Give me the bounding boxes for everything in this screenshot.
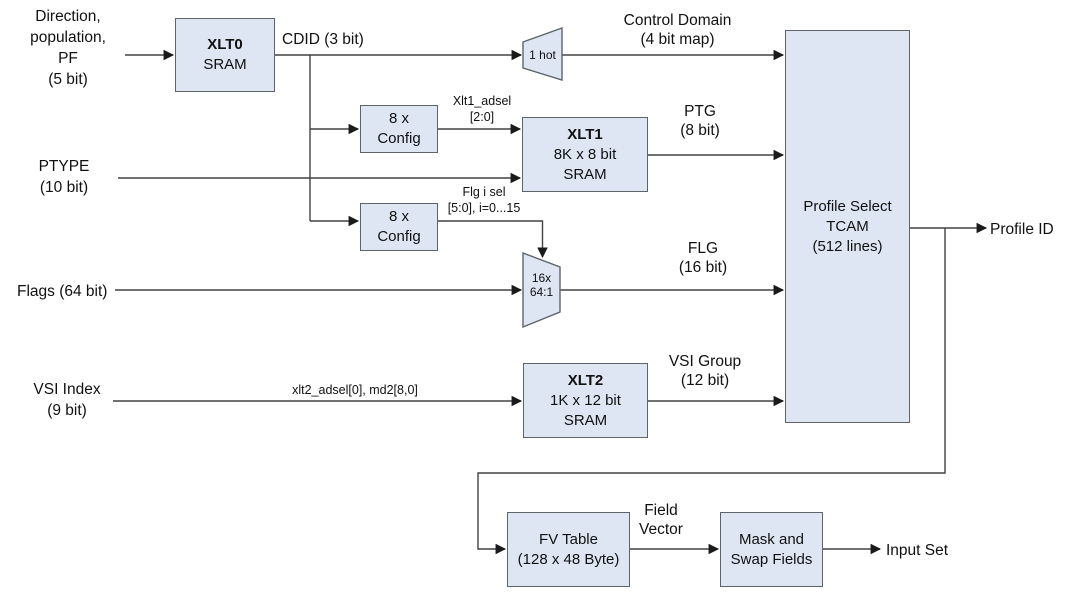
xlt0-subtitle: SRAM xyxy=(203,56,247,73)
block-xlt0-sram: XLT0 SRAM xyxy=(175,18,275,92)
block-xlt2-sram: XLT2 1K x 12 bit SRAM xyxy=(523,363,648,438)
field-vector-line1: Field xyxy=(644,502,678,519)
output-label-profile-id: Profile ID xyxy=(990,221,1054,238)
mask-swap-line2: Swap Fields xyxy=(730,550,813,568)
xlt1-title: XLT1 xyxy=(567,125,603,143)
config2-line2: Config xyxy=(377,228,421,245)
input-label-flags: Flags (64 bit) xyxy=(17,283,108,300)
flg-line2: (16 bit) xyxy=(678,259,728,276)
block-config1: 8 x Config xyxy=(360,105,438,153)
ptg-line1: PTG xyxy=(684,103,716,120)
wire-label-flg-i-sel: Flg i sel [5:0], i=0...15 xyxy=(428,184,540,216)
config1-line1: 8 x xyxy=(388,110,409,127)
wire-label-vsi-group: VSI Group (12 bit) xyxy=(660,352,750,390)
mux64-line1: 16x xyxy=(531,271,552,285)
ptype-line1: PTYPE xyxy=(38,158,90,175)
block-config2: 8 x Config xyxy=(360,203,438,251)
wire-config2-to-mux64-select xyxy=(438,220,548,259)
dirpoppf-line3: PF xyxy=(58,50,78,67)
control-domain-line2: (4 bit map) xyxy=(640,31,715,48)
vsi-line1: VSI Index xyxy=(33,381,101,398)
block-xlt1-sram: XLT1 8K x 8 bit SRAM xyxy=(522,117,648,192)
input-label-vsi-index: VSI Index (9 bit) xyxy=(23,379,111,421)
dirpoppf-line1: Direction, xyxy=(35,8,101,25)
mux64-line2: 64:1 xyxy=(529,285,554,299)
mux-16x-64to1-shape xyxy=(522,251,561,329)
field-vector-line2: Vector xyxy=(639,521,683,538)
tcam-line2: TCAM xyxy=(826,217,869,235)
ptype-line2: (10 bit) xyxy=(39,179,89,196)
input-label-direction-population-pf: Direction, population, PF (5 bit) xyxy=(8,6,128,90)
config2-line1: 8 x xyxy=(388,208,409,225)
input-label-ptype: PTYPE (10 bit) xyxy=(20,156,108,198)
xlt1-adsel-line1: Xlt1_adsel xyxy=(452,94,512,108)
wire-profileid-branch-to-fvtable xyxy=(477,228,946,555)
dirpoppf-line4: (5 bit) xyxy=(48,71,88,88)
tcam-line3: (512 lines) xyxy=(812,237,883,255)
xlt2-subtitle: SRAM xyxy=(563,411,608,429)
vsi-group-line1: VSI Group xyxy=(668,353,742,370)
flg-line1: FLG xyxy=(687,240,719,257)
wire-label-xlt2-adsel: xlt2_adsel[0], md2[8,0] xyxy=(292,383,418,397)
flg-i-sel-line1: Flg i sel xyxy=(462,185,506,199)
wire-label-control-domain: Control Domain (4 bit map) xyxy=(600,11,755,49)
xlt1-adsel-line2: [2:0] xyxy=(469,110,495,124)
config1-line2: Config xyxy=(377,130,421,147)
mask-swap-line1: Mask and xyxy=(738,530,805,548)
block-mask-swap-fields: Mask and Swap Fields xyxy=(720,512,823,587)
xlt0-title: XLT0 xyxy=(207,36,243,53)
output-label-input-set: Input Set xyxy=(886,542,949,559)
block-fv-table: FV Table (128 x 48 Byte) xyxy=(507,512,630,587)
xlt1-subtitle: SRAM xyxy=(563,165,607,183)
tcam-line1: Profile Select xyxy=(803,197,892,215)
wire-label-field-vector: Field Vector xyxy=(631,501,691,539)
dirpoppf-line2: population, xyxy=(30,29,106,46)
fv-table-line1: FV Table xyxy=(539,530,598,548)
vsi-line2: (9 bit) xyxy=(47,402,87,419)
one-hot-decoder-shape xyxy=(522,27,563,81)
control-domain-line1: Control Domain xyxy=(623,12,732,29)
xlt1-size: 8K x 8 bit xyxy=(553,145,617,163)
wire-label-xlt1-adsel: Xlt1_adsel [2:0] xyxy=(438,93,526,125)
wire-label-ptg: PTG (8 bit) xyxy=(660,102,740,140)
wire-label-cdid: CDID (3 bit) xyxy=(282,31,364,48)
block-profile-select-tcam: Profile Select TCAM (512 lines) xyxy=(785,30,910,423)
mux64-label: 16x 64:1 xyxy=(523,271,560,299)
wire-label-flg: FLG (16 bit) xyxy=(663,239,743,277)
vsi-group-line2: (12 bit) xyxy=(680,372,730,389)
fv-table-line2: (128 x 48 Byte) xyxy=(517,550,620,568)
xlt2-title: XLT2 xyxy=(567,371,604,389)
flg-i-sel-line2: [5:0], i=0...15 xyxy=(447,201,521,215)
ptg-line2: (8 bit) xyxy=(680,122,720,139)
one-hot-label: 1 hot xyxy=(529,48,556,62)
xlt2-size: 1K x 12 bit xyxy=(550,391,621,409)
